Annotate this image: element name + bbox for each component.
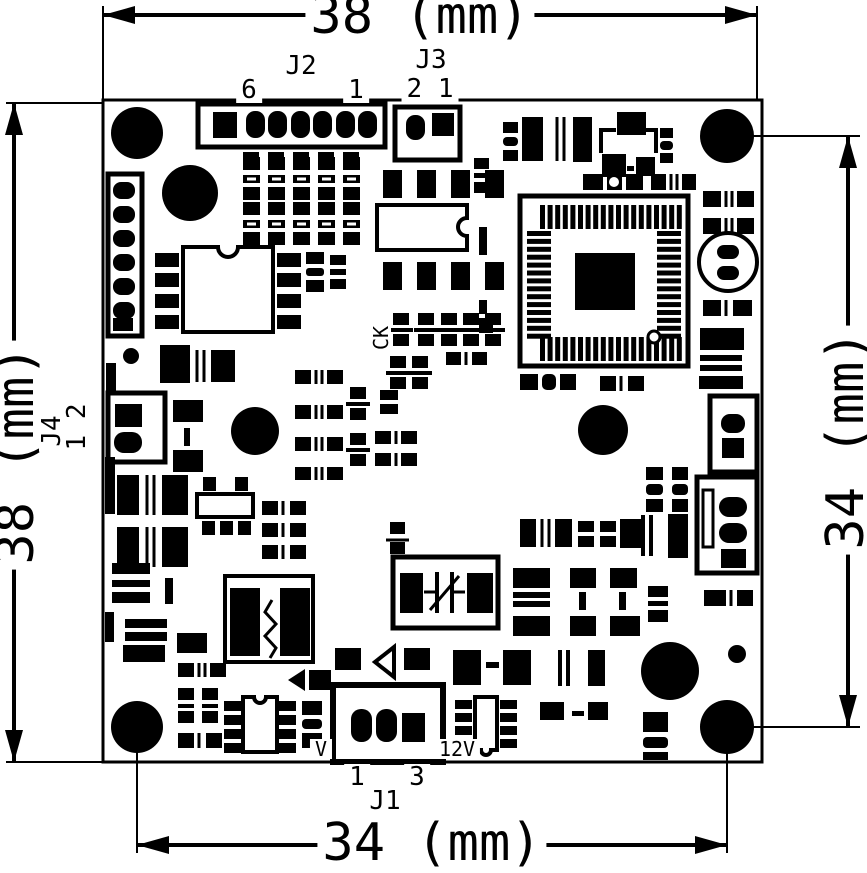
- j4-pin-numbers: 1 2: [62, 398, 92, 456]
- j2-pin-6-label: 6: [236, 77, 262, 103]
- j1-pin-3-label: 3: [404, 764, 430, 790]
- j1-label: J1: [364, 788, 406, 814]
- ck-annotation: CK: [369, 320, 393, 356]
- j2-label: J2: [280, 53, 322, 79]
- dimension-left-label: 38 (mm): [0, 340, 46, 570]
- v-annotation: V: [309, 739, 333, 759]
- j3-label: J3: [410, 47, 452, 73]
- 12v-annotation: 12V: [433, 739, 481, 759]
- dimension-right-label: 34 (mm): [816, 325, 867, 555]
- dimension-top-label: 38 (mm): [305, 0, 535, 42]
- j1-pin-1-label: 1: [344, 764, 370, 790]
- j2-pin-1-label: 1: [343, 77, 369, 103]
- j4-label: J4: [37, 410, 67, 452]
- dimension-bottom-label: 34 (mm): [317, 817, 547, 869]
- j3-pin-numbers: 2 1: [401, 76, 459, 102]
